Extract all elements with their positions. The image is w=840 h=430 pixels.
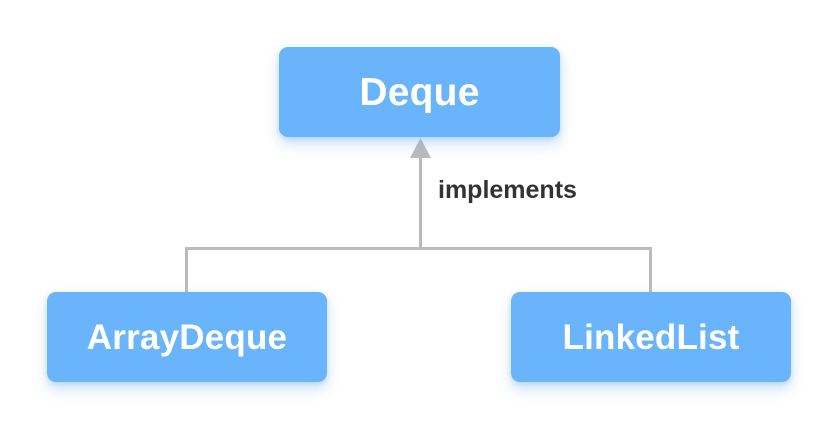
class-node-arraydeque[interactable]: ArrayDeque xyxy=(47,292,327,382)
class-node-linkedlist[interactable]: LinkedList xyxy=(511,292,791,382)
inheritance-arrowhead-icon xyxy=(410,138,431,158)
class-node-label: LinkedList xyxy=(562,317,740,357)
edge-label-implements: implements xyxy=(438,176,577,204)
class-node-deque[interactable]: Deque xyxy=(279,47,560,137)
class-node-label: Deque xyxy=(359,70,480,114)
class-node-label: ArrayDeque xyxy=(86,317,288,357)
